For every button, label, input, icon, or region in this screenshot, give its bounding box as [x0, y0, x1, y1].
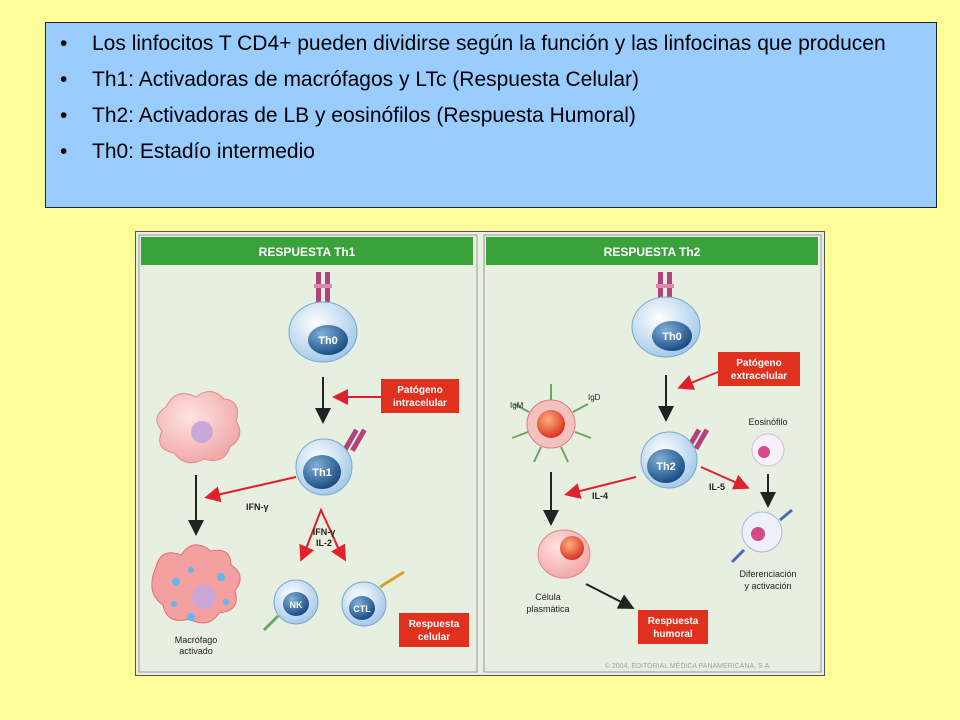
bullet-text: Th2: Activadoras de LB y eosinófilos (Re…: [92, 104, 636, 127]
b-cell-nucleus: [537, 410, 565, 438]
extracellular-arrow: [677, 371, 719, 390]
differentiation-line1: Diferenciación: [739, 569, 796, 579]
differentiation-line2: y activación: [744, 581, 791, 591]
cellular-response-line2: celular: [418, 632, 450, 643]
extracellular-pathogen-box: [718, 352, 800, 386]
bullet-marker: •: [60, 140, 68, 163]
plasma-cell-nucleus: [560, 536, 584, 560]
b-cell-receptors: [511, 384, 592, 463]
th2-header-bar: [486, 237, 818, 265]
activated-eosinophil-receptors: [730, 508, 793, 564]
ifn-il2-line2: IL-2: [316, 538, 332, 548]
bullet-item: • Th1: Activadoras de macrófagos y LTc (R…: [46, 67, 936, 93]
th1-th0-receptor: [314, 272, 332, 304]
bullet-marker: •: [60, 104, 68, 127]
macrophage-activated-nucleus: [192, 585, 216, 609]
arrow-to-ctl: [331, 543, 346, 562]
intracellular-pathogen-line1: Patógeno: [397, 385, 443, 396]
th1-header: RESPUESTA Th1: [259, 245, 356, 259]
macrophage-label-line1: Macrófago: [175, 635, 218, 645]
activated-eosinophil-nucleus: [751, 527, 765, 541]
ctl-label: CTL: [353, 604, 371, 614]
ifn-left-label: IFN-γ: [246, 502, 269, 512]
nk-label: NK: [290, 600, 303, 610]
ctl-nucleus: [349, 596, 375, 620]
cellular-response-box: [399, 613, 469, 647]
copyright-text: © 2004, EDITORIAL MÉDICA PANAMERICANA, S…: [605, 661, 772, 670]
th2-label: Th2: [656, 461, 676, 473]
diagram-svg: RESPUESTA Th1 RESPUESTA Th2 Th0 Patógeno…: [138, 234, 822, 673]
extracellular-pathogen-line2: extracelular: [731, 371, 787, 382]
eosinophil-nucleus: [758, 446, 770, 458]
igm-label: IgM: [510, 401, 524, 410]
bullet-text: Th0: Estadío intermedio: [92, 140, 315, 163]
bullet-marker: •: [60, 68, 68, 91]
bullet-list: • Los linfocitos T CD4+ pueden dividirse …: [46, 23, 936, 165]
ifn-to-macrophage-arrow: [204, 476, 297, 503]
arrow-to-nk: [299, 543, 315, 562]
th1-th0-nucleus: [308, 325, 348, 355]
extracellular-pathogen-line1: Patógeno: [736, 358, 782, 369]
ctl-receptor: [379, 570, 405, 589]
th2-th0-label: Th0: [662, 331, 682, 343]
intracellular-pathogen-box: [381, 379, 459, 413]
bullet-text: Los linfocitos T CD4+ pueden dividirse s…: [92, 32, 886, 55]
th1-branch-lines: [303, 507, 342, 555]
macrophage-activated: [151, 544, 241, 624]
humoral-response-box: [638, 610, 708, 644]
il4-label: IL-4: [592, 491, 608, 501]
il5-label: IL-5: [709, 482, 725, 492]
bullet-item: • Th2: Activadoras de LB y eosinófilos (R…: [46, 103, 936, 129]
macrophage-granules: [171, 567, 229, 621]
cellular-response-line1: Respuesta: [409, 619, 460, 630]
il5-arrow: [700, 466, 750, 490]
humoral-response-line1: Respuesta: [648, 616, 699, 627]
nk-nucleus: [283, 592, 309, 616]
th2-th0-receptor: [656, 272, 674, 304]
plasma-to-humoral-arrow: [585, 583, 635, 609]
th1-th2-diagram: RESPUESTA Th1 RESPUESTA Th2 Th0 Patógeno…: [135, 231, 825, 676]
th1-receptor: [342, 428, 367, 452]
bullet-marker: •: [60, 32, 68, 55]
eosinophil-label: Eosinófilo: [748, 417, 787, 427]
intracellular-pathogen-line2: intracelular: [393, 398, 447, 409]
nk-receptor: [262, 614, 280, 632]
macrophage-label-line2: activado: [179, 646, 213, 656]
il4-arrow: [564, 476, 637, 499]
th2-th0-nucleus: [652, 321, 692, 351]
th2-header: RESPUESTA Th2: [604, 245, 701, 259]
igd-label: IgD: [588, 393, 601, 402]
humoral-response-line2: humoral: [653, 629, 693, 640]
macrophage-resting-nucleus: [191, 421, 213, 443]
th1-header-bar: [141, 237, 473, 265]
plasma-label-line1: Célula: [535, 592, 561, 602]
bullet-text-box: • Los linfocitos T CD4+ pueden dividirse …: [45, 22, 937, 208]
bullet-text: Th1: Activadoras de macrófagos y LTc (Re…: [92, 68, 640, 91]
bullet-item: • Th0: Estadío intermedio: [46, 139, 936, 165]
th1-label: Th1: [312, 467, 332, 479]
th1-th0-label: Th0: [318, 335, 338, 347]
th2-nucleus: [647, 449, 685, 483]
bullet-item: • Los linfocitos T CD4+ pueden dividirse …: [46, 31, 936, 57]
ifn-il2-line1: IFN-γ: [313, 527, 336, 537]
plasma-label-line2: plasmática: [526, 604, 569, 614]
th1-nucleus: [303, 455, 341, 489]
